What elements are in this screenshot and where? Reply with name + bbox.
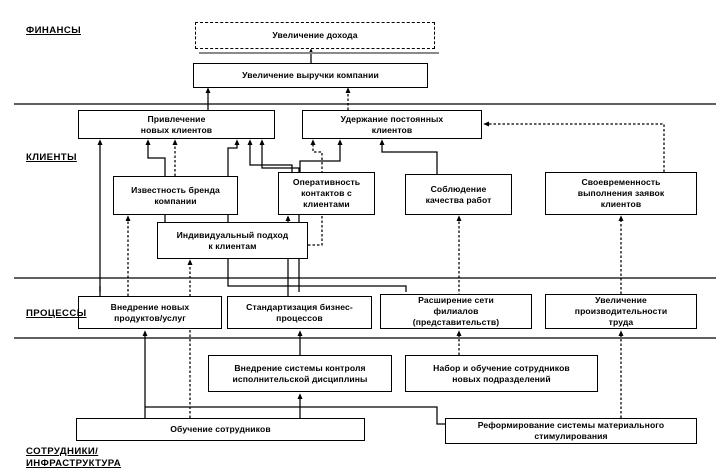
edge-individual-to-retain — [308, 139, 323, 246]
node-label: Обучение сотрудников — [170, 424, 271, 434]
node-contact-speed[interactable]: Оперативность контактов с клиентами — [278, 172, 375, 215]
node-label: Привлечение новых клиентов — [140, 113, 213, 135]
node-hire-train-staff[interactable]: Набор и обучение сотрудников новых подра… — [405, 355, 598, 392]
connector-edges — [97, 48, 665, 425]
node-incentive-reform[interactable]: Реформирование системы материального сти… — [445, 418, 697, 444]
edge-ontime-to-retain — [483, 121, 665, 172]
node-label: Оперативность контактов с клиентами — [292, 177, 361, 209]
node-revenue-growth[interactable]: Увеличение дохода — [195, 22, 435, 49]
node-label: Соблюдение качества работ — [425, 183, 492, 205]
perspective-label-processes: ПРОЦЕССЫ — [26, 308, 87, 319]
node-staff-training[interactable]: Обучение сотрудников — [76, 418, 365, 441]
node-discipline-control[interactable]: Внедрение системы контроля исполнительск… — [208, 355, 392, 392]
edge-quality-to-retain — [379, 139, 438, 174]
shadow — [199, 52, 439, 54]
perspective-divider-lines — [14, 103, 716, 339]
node-brand-awareness[interactable]: Известность бренда компании — [113, 176, 238, 215]
node-individual-approach[interactable]: Индивидуальный подход к клиентам — [157, 222, 308, 259]
node-label: Внедрение новых продуктов/услуг — [110, 301, 190, 323]
node-label: Реформирование системы материального сти… — [477, 420, 665, 441]
node-standardize-processes[interactable]: Стандартизация бизнес- процессов — [227, 296, 372, 329]
node-company-revenue[interactable]: Увеличение выручки компании — [193, 63, 428, 88]
edge-branches-to-attract — [227, 139, 407, 292]
node-label: Стандартизация бизнес- процессов — [246, 301, 353, 323]
node-work-quality[interactable]: Соблюдение качества работ — [405, 174, 512, 215]
node-label: Увеличение выручки компании — [242, 70, 379, 80]
node-label: Удержание постоянных клиентов — [340, 113, 444, 135]
node-label: Внедрение системы контроля исполнительск… — [232, 362, 368, 384]
node-label: Своевременность выполнения заявок клиент… — [577, 177, 665, 209]
node-attract-new-clients[interactable]: Привлечение новых клиентов — [78, 110, 275, 139]
node-label: Расширение сети филиалов (представительс… — [412, 295, 500, 327]
edge-incentive-hook — [145, 406, 445, 425]
edge-contact-to-retain — [299, 139, 343, 172]
perspective-label-clients: КЛИЕНТЫ — [26, 152, 77, 163]
node-expand-branches[interactable]: Расширение сети филиалов (представительс… — [380, 294, 532, 329]
node-label: Набор и обучение сотрудников новых подра… — [433, 362, 570, 384]
node-label: Известность бренда компании — [131, 184, 220, 206]
node-label: Увеличение дохода — [272, 30, 358, 40]
node-label: Увеличение производительности труда — [574, 295, 668, 327]
perspective-label-finance: ФИНАНСЫ — [26, 25, 81, 36]
perspective-label-staff: СОТРУДНИКИ/ ИНФРАСТРУКТУРА — [26, 446, 122, 469]
node-retain-clients[interactable]: Удержание постоянных клиентов — [302, 110, 482, 139]
node-productivity-growth[interactable]: Увеличение производительности труда — [545, 294, 697, 329]
node-new-products[interactable]: Внедрение новых продуктов/услуг — [78, 296, 222, 329]
node-on-time-orders[interactable]: Своевременность выполнения заявок клиент… — [545, 172, 697, 215]
node-label: Индивидуальный подход к клиентам — [176, 229, 289, 251]
